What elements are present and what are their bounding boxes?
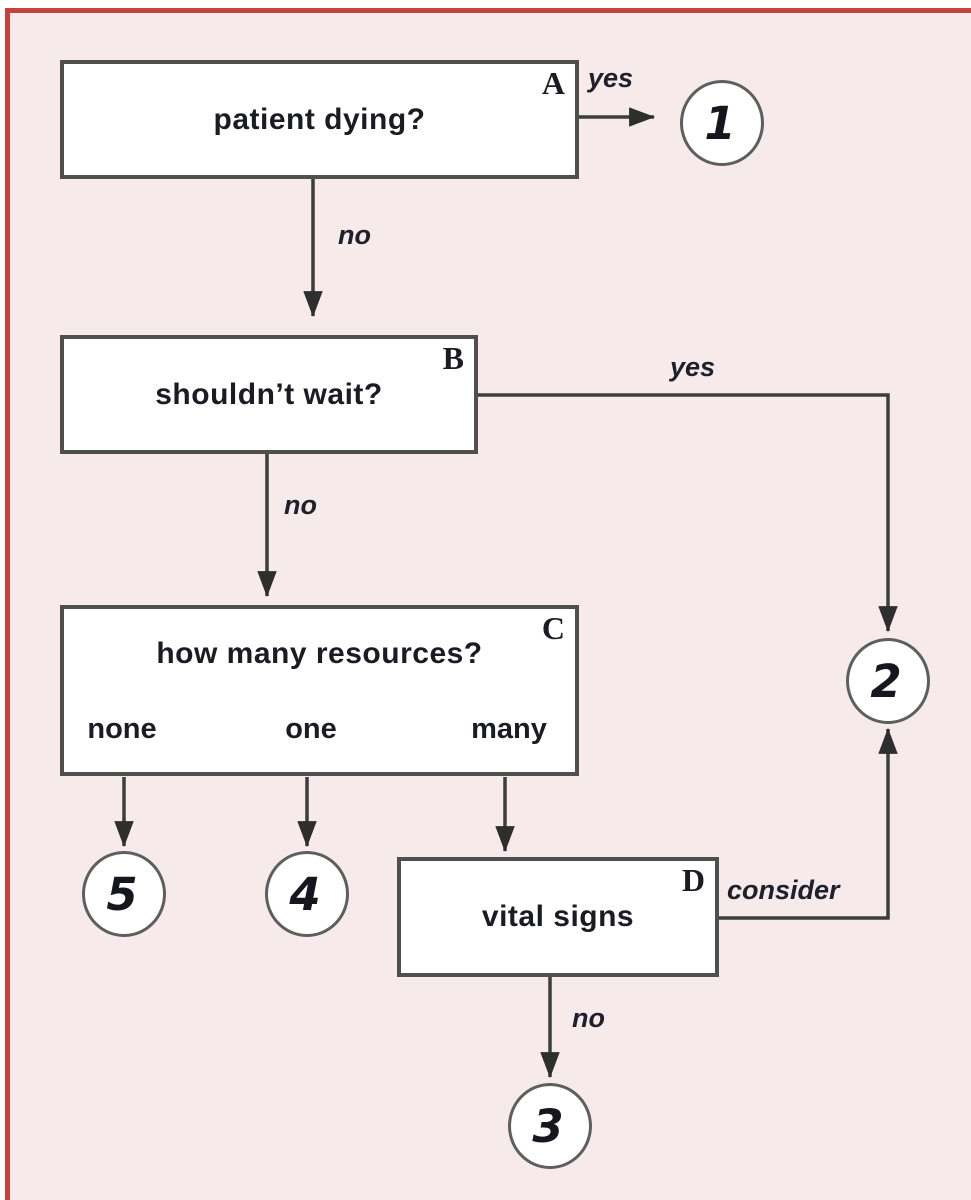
option-many: many bbox=[471, 713, 547, 745]
node-c-label: how many resources? bbox=[156, 637, 483, 670]
edge-label-b-no: no bbox=[284, 490, 317, 520]
terminal-circle-1: 1 bbox=[680, 80, 764, 166]
flowchart-panel bbox=[5, 8, 971, 1200]
node-c-letter: C bbox=[541, 610, 565, 646]
node-d-letter: D bbox=[681, 862, 705, 898]
flow-node-vital-signs: vital signs D bbox=[397, 857, 719, 977]
node-d-label: vital signs bbox=[481, 900, 635, 933]
flow-node-shouldnt-wait: shouldn’t wait? B bbox=[60, 335, 478, 454]
edge-label-a-no: no bbox=[338, 220, 371, 250]
node-a-letter: A bbox=[541, 65, 565, 101]
edge-label-d-no: no bbox=[572, 1003, 605, 1033]
edge-label-b-yes: yes bbox=[670, 352, 716, 382]
terminal-circle-2: 2 bbox=[846, 638, 930, 724]
terminal-circle-5: 5 bbox=[82, 851, 166, 937]
option-one: one bbox=[285, 713, 337, 745]
terminal-circle-4: 4 bbox=[265, 851, 349, 937]
edge-label-d-consider: consider bbox=[727, 875, 840, 905]
node-a-label: patient dying? bbox=[213, 102, 426, 136]
option-none: none bbox=[87, 713, 157, 745]
node-b-label: shouldn’t wait? bbox=[155, 377, 383, 411]
flow-node-how-many-resources: how many resources? C none one many bbox=[60, 605, 579, 776]
flow-node-patient-dying: patient dying? A bbox=[60, 60, 579, 179]
node-b-letter: B bbox=[442, 340, 464, 376]
terminal-circle-3: 3 bbox=[508, 1083, 592, 1169]
edge-label-a-yes: yes bbox=[588, 63, 634, 93]
